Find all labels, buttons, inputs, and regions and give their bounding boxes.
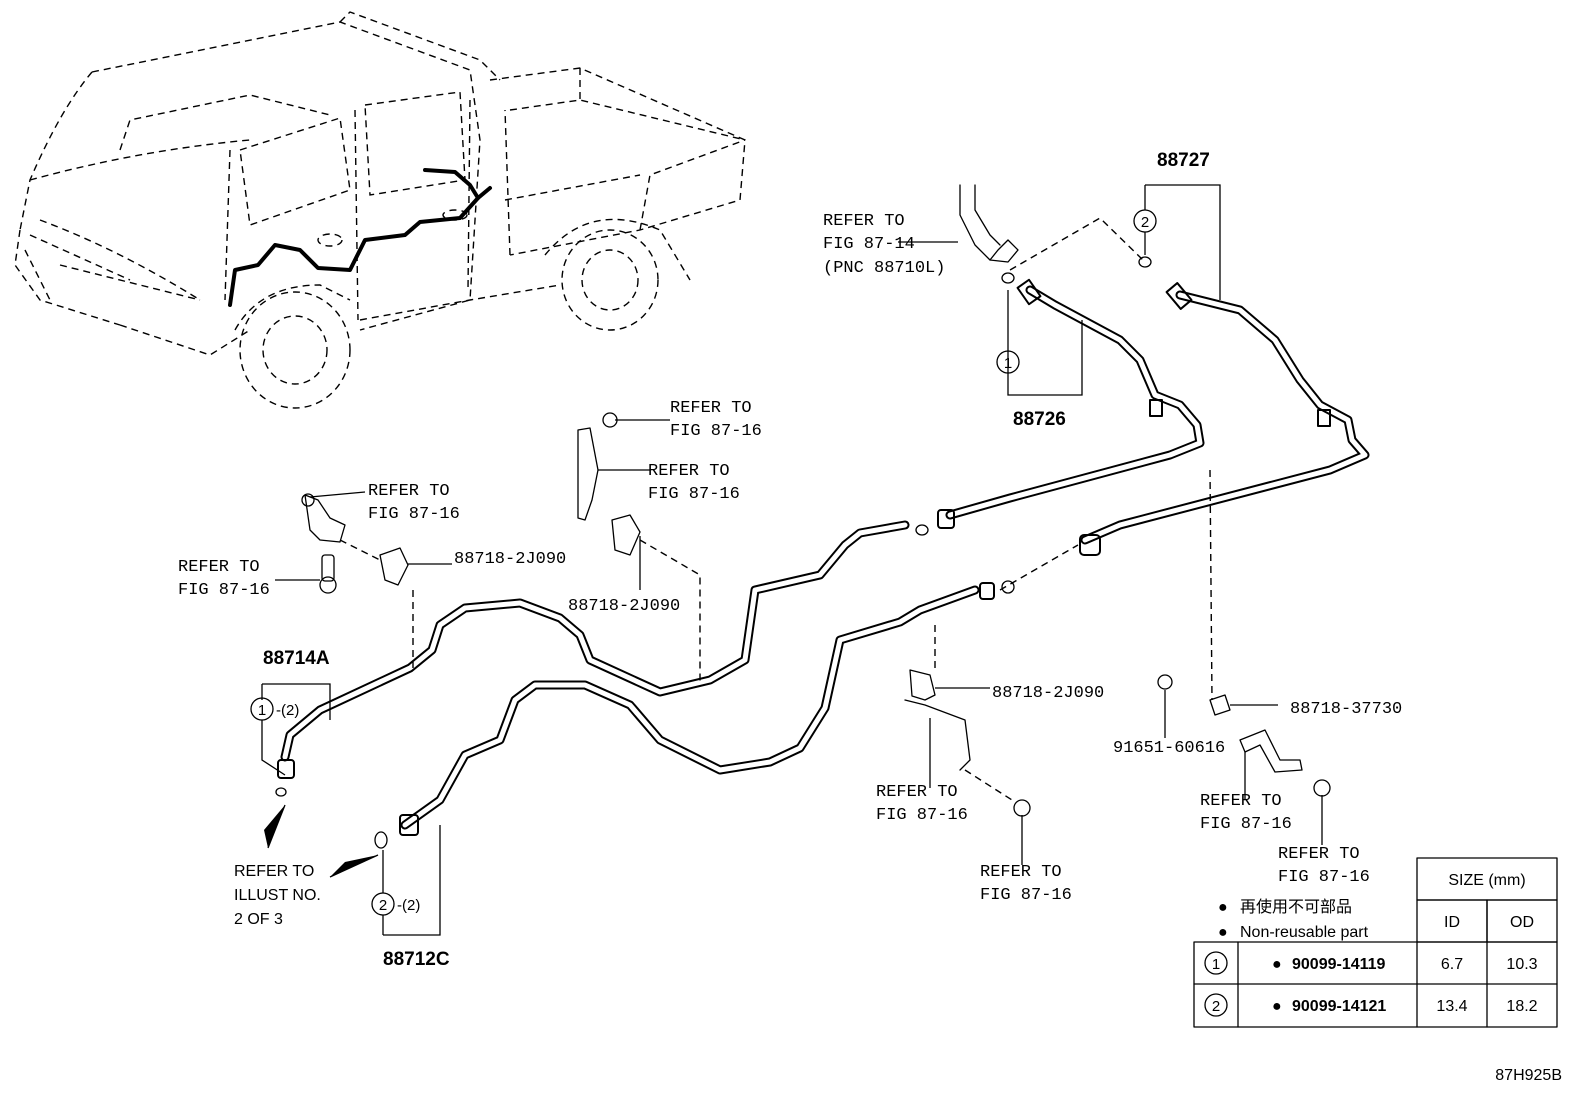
- marker-1-88714a: 1: [258, 702, 266, 719]
- size-row-od: 18.2: [1506, 998, 1537, 1015]
- refer-to-illust-line1: REFER TO: [234, 863, 314, 880]
- refer-to-label: REFER TO: [823, 212, 905, 231]
- qty-88714a: -(2): [276, 702, 299, 719]
- size-table: SIZE (mm) ID OD 1 ● 90099-14119 6.7 10.3…: [1193, 857, 1558, 1028]
- fig-87-16-label: FIG 87-16: [648, 485, 740, 504]
- marker-1-88726: 1: [1004, 355, 1012, 372]
- refer-labels: REFER TO FIG 87-14 (PNC 88710L) REFER TO…: [178, 212, 1370, 928]
- circled-markers: 2 1 1 -(2) 2 -(2): [250, 209, 1157, 916]
- size-row-part: 90099-14119: [1292, 956, 1386, 973]
- marker-2-88727: 2: [1141, 214, 1149, 231]
- refer-to-label: REFER TO: [1200, 792, 1282, 811]
- refer-to-label: REFER TO: [1278, 845, 1360, 864]
- part-88712c: 88712C: [383, 949, 450, 970]
- size-row-marker: 2: [1212, 998, 1220, 1015]
- size-row-bullet: ●: [1272, 998, 1282, 1015]
- clamp-88718-2j090-right: 88718-2J090: [992, 684, 1104, 703]
- legend-en-bullet: ●: [1218, 924, 1228, 941]
- part-88714a: 88714A: [263, 648, 330, 669]
- fig-87-16-label: FIG 87-16: [980, 886, 1072, 905]
- size-row-id: 6.7: [1441, 956, 1463, 973]
- alignment-lines: [339, 217, 1213, 801]
- refer-to-label: REFER TO: [670, 399, 752, 418]
- size-row-id: 13.4: [1436, 998, 1467, 1015]
- size-row-marker: 1: [1212, 956, 1220, 973]
- clamp-88718-37730: 88718-37730: [1290, 700, 1402, 719]
- leader-lines: [261, 184, 1323, 936]
- fig-87-16-label: FIG 87-16: [1278, 868, 1370, 887]
- qty-88712c: -(2): [397, 897, 420, 914]
- refer-to-illust-line3: 2 OF 3: [234, 911, 283, 928]
- legend-jp-bullet: ●: [1218, 899, 1228, 916]
- fig-87-16-label: FIG 87-16: [670, 422, 762, 441]
- diagram-code: 87H925B: [1495, 1067, 1562, 1084]
- part-labels: 88727 88726 88714A 88712C 88718-2J090 88…: [263, 150, 1402, 970]
- fig-87-16-label: FIG 87-16: [178, 581, 270, 600]
- fig-87-16-label: FIG 87-16: [368, 505, 460, 524]
- pipe-routing: [275, 184, 1370, 849]
- legend-en-label: Non-reusable part: [1240, 924, 1369, 941]
- truck-illustration: [14, 11, 746, 409]
- refer-to-label: REFER TO: [876, 783, 958, 802]
- clamp-88718-2j090-middle: 88718-2J090: [568, 597, 680, 616]
- refer-to-label: REFER TO: [980, 863, 1062, 882]
- fig-87-16-label: FIG 87-16: [1200, 815, 1292, 834]
- size-row-od: 10.3: [1506, 956, 1537, 973]
- refer-to-label: REFER TO: [368, 482, 450, 501]
- bolt-91651-60616: 91651-60616: [1113, 739, 1225, 758]
- size-row-part: 90099-14121: [1292, 998, 1386, 1015]
- refer-to-label: REFER TO: [178, 558, 260, 577]
- fig-87-16-label: FIG 87-16: [876, 806, 968, 825]
- part-88726: 88726: [1013, 409, 1066, 430]
- part-88727: 88727: [1157, 150, 1210, 171]
- fig-87-14-label: FIG 87-14: [823, 235, 915, 254]
- size-row-bullet: ●: [1272, 956, 1282, 973]
- refer-to-illust-line2: ILLUST NO.: [234, 887, 321, 904]
- marker-2-88712c: 2: [379, 897, 387, 914]
- refer-to-label: REFER TO: [648, 462, 730, 481]
- legend: ● 再使用不可部品 ● Non-reusable part: [1218, 898, 1369, 941]
- size-table-header: SIZE (mm): [1448, 872, 1525, 889]
- pnc-label: (PNC 88710L): [823, 259, 945, 278]
- size-table-col-id: ID: [1444, 914, 1460, 931]
- legend-jp-label: 再使用不可部品: [1240, 898, 1352, 916]
- clamp-88718-2j090-left: 88718-2J090: [454, 550, 566, 569]
- size-table-col-od: OD: [1510, 914, 1534, 931]
